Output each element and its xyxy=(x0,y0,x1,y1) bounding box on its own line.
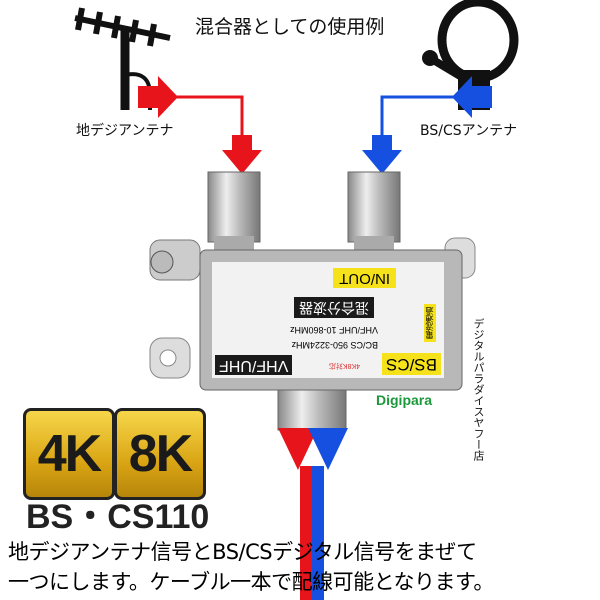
arrow-down-icon xyxy=(222,150,262,174)
arrow-down-icon xyxy=(362,150,402,174)
caption-line-2: 一つにします。ケーブル一本で配線可能となります。 xyxy=(8,570,494,594)
product-name: 混合分波器 xyxy=(294,297,374,318)
page-title: 混合器としての使用例 xyxy=(195,16,385,38)
port-in-out-label: IN/OUT xyxy=(333,268,396,288)
device-label: BS/CS VHF/UHF 4K8K対応 BC/CS 950-3224MHz V… xyxy=(212,262,444,378)
bs-cs-antenna-label: BS/CSアンテナ xyxy=(420,123,518,139)
terrestrial-antenna-icon xyxy=(74,7,171,110)
arrow-right-icon xyxy=(138,76,178,118)
arrow-down-icon xyxy=(278,428,318,470)
badge-8k: 8K xyxy=(114,408,206,500)
terrestrial-antenna-label: 地デジアンテナ xyxy=(76,123,174,139)
mixed-output-lines xyxy=(278,428,348,600)
vhf-uhf-spec: VHF/UHF 10-860MHz xyxy=(289,325,378,335)
current-pass-label: 電流通過 xyxy=(424,304,436,342)
badge-4k: 4K xyxy=(23,408,115,500)
bs-cs110-label: BS・CS110 xyxy=(26,498,210,536)
caption-line-1: 地デジアンテナ信号とBS/CSデジタル信号をまぜて xyxy=(8,540,477,564)
bs-cs-spec: BC/CS 950-3224MHz xyxy=(291,340,378,350)
brand-watermark: Digipara xyxy=(376,392,433,408)
4k8k-support-text: 4K8K対応 xyxy=(328,362,360,369)
arrow-down-icon xyxy=(308,428,348,470)
arrow-left-icon xyxy=(452,76,492,118)
bs-cs-signal-line xyxy=(362,76,492,174)
port-vhf-uhf-label: VHF/UHF xyxy=(215,354,293,375)
shop-watermark: デジタルパラダイスヤフー店 xyxy=(472,318,485,461)
terrestrial-signal-line xyxy=(138,76,262,174)
port-bs-cs-label: BS/CS xyxy=(381,353,441,375)
